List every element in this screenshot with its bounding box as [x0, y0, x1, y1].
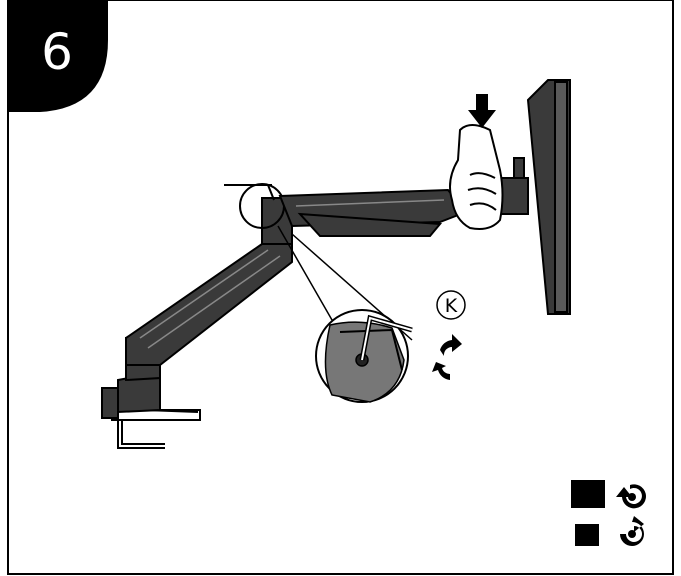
monitor	[526, 79, 571, 315]
upper-arm	[278, 188, 468, 237]
step-badge	[8, 0, 108, 112]
leader-line	[277, 225, 333, 321]
callout-k-label: K	[445, 295, 458, 317]
loosen-rotate-icon	[620, 516, 644, 546]
lower-arm	[125, 238, 293, 366]
panel-border	[7, 0, 674, 575]
push-down-arrow-icon	[468, 94, 496, 128]
tighten-rotate-icon	[616, 484, 646, 509]
hand	[449, 124, 504, 230]
legend-swatch-small	[575, 524, 599, 546]
step-number: 6	[41, 23, 73, 81]
rotate-both-icon	[432, 334, 462, 380]
callout-k: K	[436, 290, 466, 320]
legend-swatch-large	[571, 480, 605, 508]
detail-zoom-view	[315, 309, 413, 403]
